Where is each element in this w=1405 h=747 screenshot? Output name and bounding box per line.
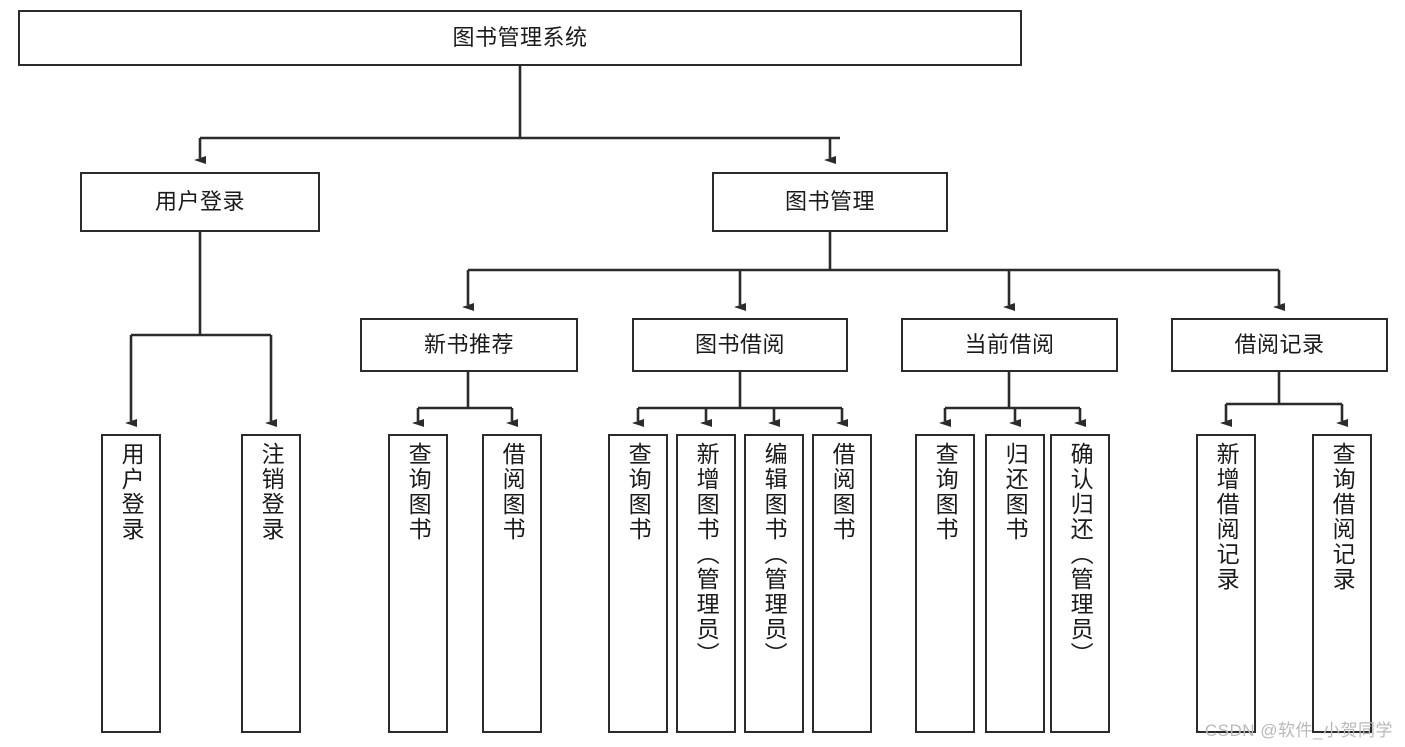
leaf-user-login-2-label: 注销登录 [258,442,285,542]
leaf-user-login-1-label: 用户登录 [118,442,145,542]
leaf-book-borrow-2-label: 新增图书（管理员） [693,442,720,667]
leaf-new-book-2[interactable]: 借阅图书 [482,434,542,733]
leaf-current-borrow-2-label: 归还图书 [1002,442,1029,542]
node-current-borrow-label: 当前借阅 [964,332,1055,358]
node-user-login[interactable]: 用户登录 [80,172,320,232]
leaf-book-borrow-4-label: 借阅图书 [829,442,856,542]
leaf-borrow-record-1-label: 新增借阅记录 [1213,442,1240,592]
leaf-borrow-record-2-label: 查询借阅记录 [1329,442,1356,592]
node-book-borrow-label: 图书借阅 [694,332,785,358]
leaf-current-borrow-1[interactable]: 查询图书 [915,434,975,733]
leaf-current-borrow-3[interactable]: 确认归还（管理员） [1050,434,1110,733]
leaf-book-borrow-1-label: 查询图书 [625,442,652,542]
leaf-book-borrow-4[interactable]: 借阅图书 [812,434,872,733]
node-current-borrow[interactable]: 当前借阅 [901,318,1118,372]
node-borrow-record-label: 借阅记录 [1234,332,1325,358]
node-root-label: 图书管理系统 [452,25,588,51]
leaf-borrow-record-1[interactable]: 新增借阅记录 [1196,434,1256,733]
leaf-book-borrow-3[interactable]: 编辑图书（管理员） [744,434,804,733]
leaf-borrow-record-2[interactable]: 查询借阅记录 [1312,434,1372,733]
leaf-current-borrow-3-label: 确认归还（管理员） [1067,442,1094,667]
node-book-management[interactable]: 图书管理 [712,172,948,232]
leaf-book-borrow-1[interactable]: 查询图书 [608,434,668,733]
node-root[interactable]: 图书管理系统 [18,10,1022,66]
leaf-current-borrow-1-label: 查询图书 [932,442,959,542]
leaf-user-login-1[interactable]: 用户登录 [101,434,161,733]
node-new-book-recommend-label: 新书推荐 [423,332,514,358]
leaf-new-book-2-label: 借阅图书 [499,442,526,542]
node-new-book-recommend[interactable]: 新书推荐 [360,318,578,372]
node-book-management-label: 图书管理 [784,189,875,215]
leaf-book-borrow-3-label: 编辑图书（管理员） [761,442,788,667]
node-borrow-record[interactable]: 借阅记录 [1171,318,1388,372]
leaf-current-borrow-2[interactable]: 归还图书 [985,434,1045,733]
leaf-user-login-2[interactable]: 注销登录 [241,434,301,733]
leaf-book-borrow-2[interactable]: 新增图书（管理员） [676,434,736,733]
leaf-new-book-1[interactable]: 查询图书 [388,434,448,733]
node-user-login-label: 用户登录 [154,189,245,215]
node-book-borrow[interactable]: 图书借阅 [632,318,848,372]
csdn-watermark: CSDN @软件_小贺同学 [1204,721,1393,740]
leaf-new-book-1-label: 查询图书 [405,442,432,542]
